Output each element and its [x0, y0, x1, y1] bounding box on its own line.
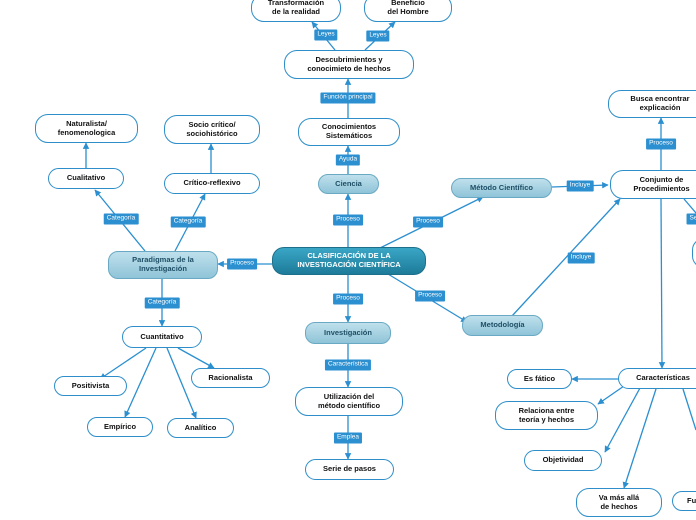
racionalista-node[interactable]: Racionalista	[191, 368, 270, 388]
critico-reflexivo-node[interactable]: Crítico-reflexivo	[164, 173, 260, 194]
edge-label-categoria-cualitativo: Categoría	[103, 213, 139, 225]
conocimientos-node[interactable]: Conocimientos Sistemáticos	[298, 118, 400, 146]
edge-label-incluye-metodologia: Incluye	[567, 252, 595, 264]
analitico-node[interactable]: Analítico	[167, 418, 234, 438]
investigacion-node[interactable]: Investigación	[305, 322, 391, 344]
edge-label-proceso-metodo: Proceso	[413, 216, 443, 228]
ciencia-node[interactable]: Ciencia	[318, 174, 379, 194]
edge-label-funcion-principal: Función principal	[320, 92, 376, 104]
edge-label-ayuda: Ayuda	[335, 154, 361, 166]
edge-label-leyes-right: Leyes	[366, 30, 390, 42]
edge-label-proceso-busca: Proceso	[646, 138, 676, 150]
busca-explicacion-node[interactable]: Busca encontrar explicación	[608, 90, 696, 118]
metodo-cientifico-node[interactable]: Método Científico	[451, 178, 552, 198]
edge-label-categoria-cuantitativo: Categoría	[144, 297, 180, 309]
central-topic[interactable]: CLASIFICACIÓN DE LA INVESTIGACIÓN CIENTÍ…	[272, 247, 426, 275]
metodologia-node[interactable]: Metodología	[462, 315, 543, 336]
edge-label-proceso-metodologia: Proceso	[415, 290, 445, 302]
transformacion-node[interactable]: Transformación de la realidad	[251, 0, 341, 22]
edge-label-incluye-metodo: Incluye	[566, 180, 594, 192]
beneficio-node[interactable]: Beneficio del Hombre	[364, 0, 452, 22]
edge-label-emplea: Emplea	[333, 432, 363, 444]
cualitativo-node[interactable]: Cualitativo	[48, 168, 124, 189]
edge-label-categoria-critico: Categoría	[170, 216, 206, 228]
edge-label-partial-se: Se	[686, 213, 696, 225]
paradigmas-node[interactable]: Paradigmas de la Investigación	[108, 251, 218, 279]
va-mas-alla-node[interactable]: Va más allá de hechos	[576, 488, 662, 517]
edge-label-proceso-paradigmas: Proceso	[227, 258, 257, 270]
descubrimientos-node[interactable]: Descubrimientos y conocimieto de hechos	[284, 50, 414, 79]
cuantitativo-node[interactable]: Cuantitativo	[122, 326, 202, 348]
empirico-node[interactable]: Empírico	[87, 417, 153, 437]
conjunto-procedimientos-node[interactable]: Conjunto de Procedimientos	[610, 170, 696, 199]
edge-label-proceso-investigacion: Proceso	[333, 293, 363, 305]
naturalista-node[interactable]: Naturalista/ fenomenologica	[35, 114, 138, 143]
utilizacion-node[interactable]: Utilización del método científico	[295, 387, 403, 416]
relaciona-teoria-node[interactable]: Relaciona entre teoría y hechos	[495, 401, 598, 430]
es-fatico-node[interactable]: Es fático	[507, 369, 572, 389]
positivista-node[interactable]: Positivista	[54, 376, 127, 396]
caracteristicas-node[interactable]: Características	[618, 368, 696, 389]
edge-label-caracteristica: Característica	[324, 359, 372, 371]
objetividad-node[interactable]: Objetividad	[524, 450, 602, 471]
socio-critico-node[interactable]: Socio crítico/ sociohistórico	[164, 115, 260, 144]
serie-pasos-node[interactable]: Serie de pasos	[305, 459, 394, 480]
partial-node-fu[interactable]: Fu	[672, 491, 696, 511]
edge-label-leyes-left: Leyes	[314, 29, 338, 41]
edge-label-proceso-ciencia: Proceso	[333, 214, 363, 226]
